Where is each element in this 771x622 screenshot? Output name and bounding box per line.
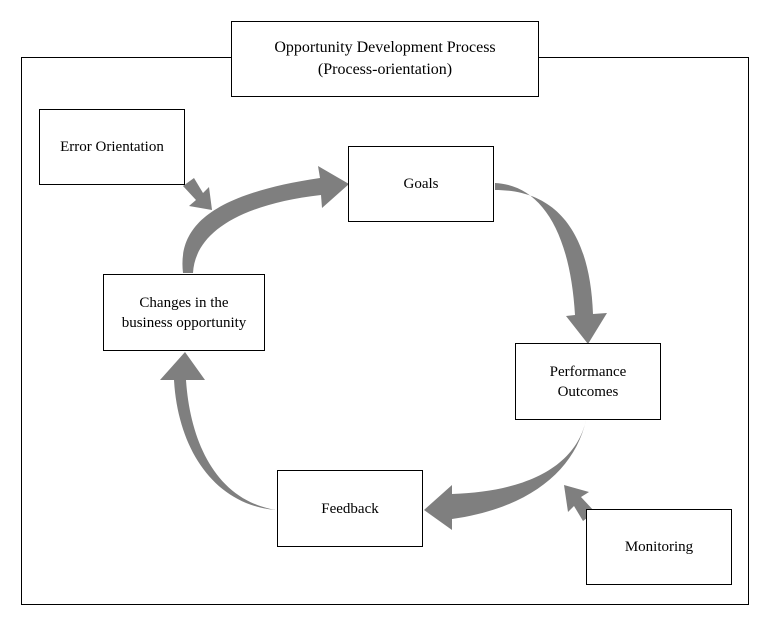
monitoring-box: Monitoring <box>586 509 732 585</box>
performance-box: Performance Outcomes <box>515 343 661 420</box>
error-orientation-box: Error Orientation <box>39 109 185 185</box>
goals-box: Goals <box>348 146 494 222</box>
arrow-feedback-to-changes <box>160 352 276 510</box>
title-line1: Opportunity Development Process <box>274 39 496 56</box>
changes-label-line2: business opportunity <box>121 314 247 331</box>
changes-label-line1: Changes in the <box>139 294 229 311</box>
changes-box: Changes in the business opportunity <box>103 274 265 351</box>
feedback-label: Feedback <box>321 500 379 517</box>
title-line2: (Process-orientation) <box>317 61 453 78</box>
monitoring-label: Monitoring <box>624 539 694 555</box>
arrow-performance-to-feedback <box>424 420 586 530</box>
arrow-error-to-cycle <box>183 178 212 210</box>
feedback-box: Feedback <box>277 470 423 547</box>
performance-label-line1: Performance <box>549 363 627 380</box>
title-box: Opportunity Development Process (Process… <box>231 21 539 97</box>
performance-label-line2: Outcomes <box>557 383 619 400</box>
error-orientation-label: Error Orientation <box>60 139 164 155</box>
arrow-goals-to-performance <box>495 183 607 344</box>
goals-label: Goals <box>403 176 439 192</box>
arrow-changes-to-goals <box>182 166 349 273</box>
